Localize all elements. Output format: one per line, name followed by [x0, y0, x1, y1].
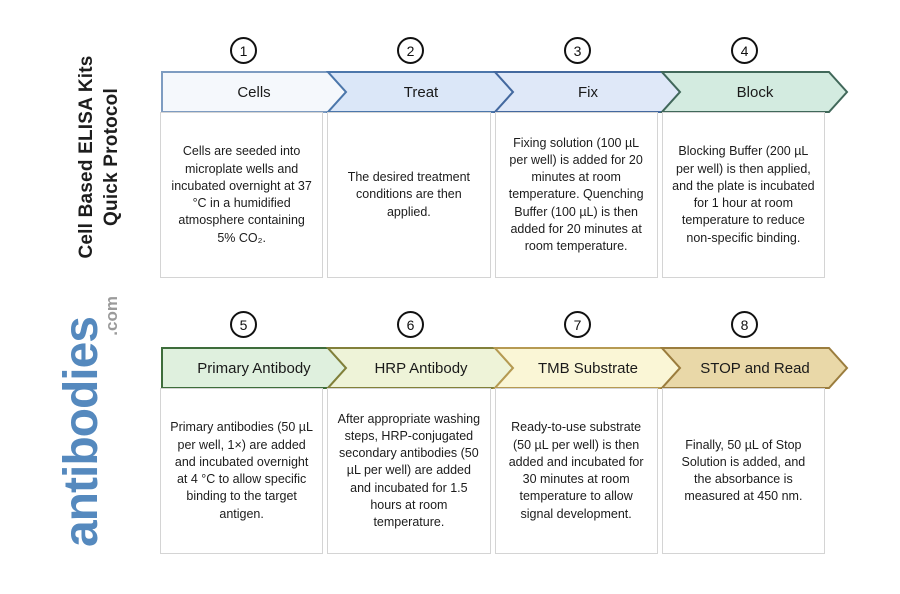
step-description-box: Primary antibodies (50 µL per well, 1×) …	[160, 388, 324, 554]
step-number: 3	[573, 42, 582, 59]
page-title-line2: Quick Protocol	[101, 88, 122, 226]
step-arrow-label: Block	[737, 84, 774, 101]
step-description: Finally, 50 µL of Stop Solution is added…	[681, 437, 806, 504]
step-number-circle: 4	[731, 37, 758, 64]
step-description: The desired treatment conditions are the…	[347, 170, 471, 219]
arrow-strip-row-2: Primary Antibody HRP Antibody TMB Substr…	[161, 347, 849, 389]
descriptions-row-2: Primary antibodies (50 µL per well, 1×) …	[160, 388, 825, 554]
step-arrow-label: HRP Antibody	[374, 360, 468, 377]
step-arrow	[659, 347, 849, 389]
step-number-circle: 5	[230, 311, 257, 338]
step-arrow-label: Fix	[578, 84, 598, 101]
step-numbers-row-1: 1 2 3 4	[160, 37, 828, 64]
step-description-box: After appropriate washing steps, HRP-con…	[327, 388, 491, 554]
step-arrow-label: STOP and Read	[700, 360, 810, 377]
step-number: 4	[740, 42, 749, 59]
brand-logo-name: antibodies	[55, 316, 108, 548]
step-description-box: Blocking Buffer (200 µL per well) is the…	[661, 112, 825, 278]
step-description: After appropriate washing steps, HRP-con…	[337, 411, 481, 530]
step-description-box: Ready-to-use substrate (50 µL per well) …	[494, 388, 658, 554]
step-arrow-label: Cells	[237, 84, 270, 101]
step-number-circle: 6	[397, 311, 424, 338]
step-number-circle: 1	[230, 37, 257, 64]
descriptions-row-1: Cells are seeded into microplate wells a…	[160, 112, 825, 278]
step-arrow-label: Treat	[404, 84, 439, 101]
step-description: Primary antibodies (50 µL per well, 1×) …	[170, 420, 313, 521]
step-description: Blocking Buffer (200 µL per well) is the…	[672, 144, 815, 245]
step-arrow-label: Primary Antibody	[197, 360, 311, 377]
step-description-box: Finally, 50 µL of Stop Solution is added…	[661, 388, 825, 554]
brand-logo: antibodies .com	[55, 282, 132, 582]
step-number: 2	[406, 42, 415, 59]
step-description-box: Cells are seeded into microplate wells a…	[160, 112, 324, 278]
step-number-circle: 7	[564, 311, 591, 338]
step-number-circle: 3	[564, 37, 591, 64]
step-number: 6	[406, 316, 415, 333]
arrow-strip-row-1: Cells Treat Fix Block	[161, 71, 849, 113]
step-number-circle: 2	[397, 37, 424, 64]
step-description: Cells are seeded into microplate wells a…	[171, 144, 312, 245]
step-number: 7	[573, 316, 582, 333]
protocol-flow: 1 2 3 4 Cells Treat Fix Block Cells are …	[160, 0, 860, 594]
page-title: Cell Based ELISA Kits Quick Protocol	[74, 32, 126, 282]
step-description-box: The desired treatment conditions are the…	[327, 112, 491, 278]
page-title-line1: Cell Based ELISA Kits	[76, 55, 97, 259]
step-arrow-label: TMB Substrate	[538, 360, 638, 377]
step-number: 5	[239, 316, 248, 333]
step-description-box: Fixing solution (100 µL per well) is add…	[494, 112, 658, 278]
step-numbers-row-2: 5 6 7 8	[160, 311, 828, 338]
step-description: Fixing solution (100 µL per well) is add…	[508, 135, 644, 254]
step-arrow	[659, 71, 849, 113]
step-number-circle: 8	[731, 311, 758, 338]
step-number: 1	[239, 42, 248, 59]
step-description: Ready-to-use substrate (50 µL per well) …	[508, 420, 644, 521]
step-number: 8	[740, 316, 749, 333]
